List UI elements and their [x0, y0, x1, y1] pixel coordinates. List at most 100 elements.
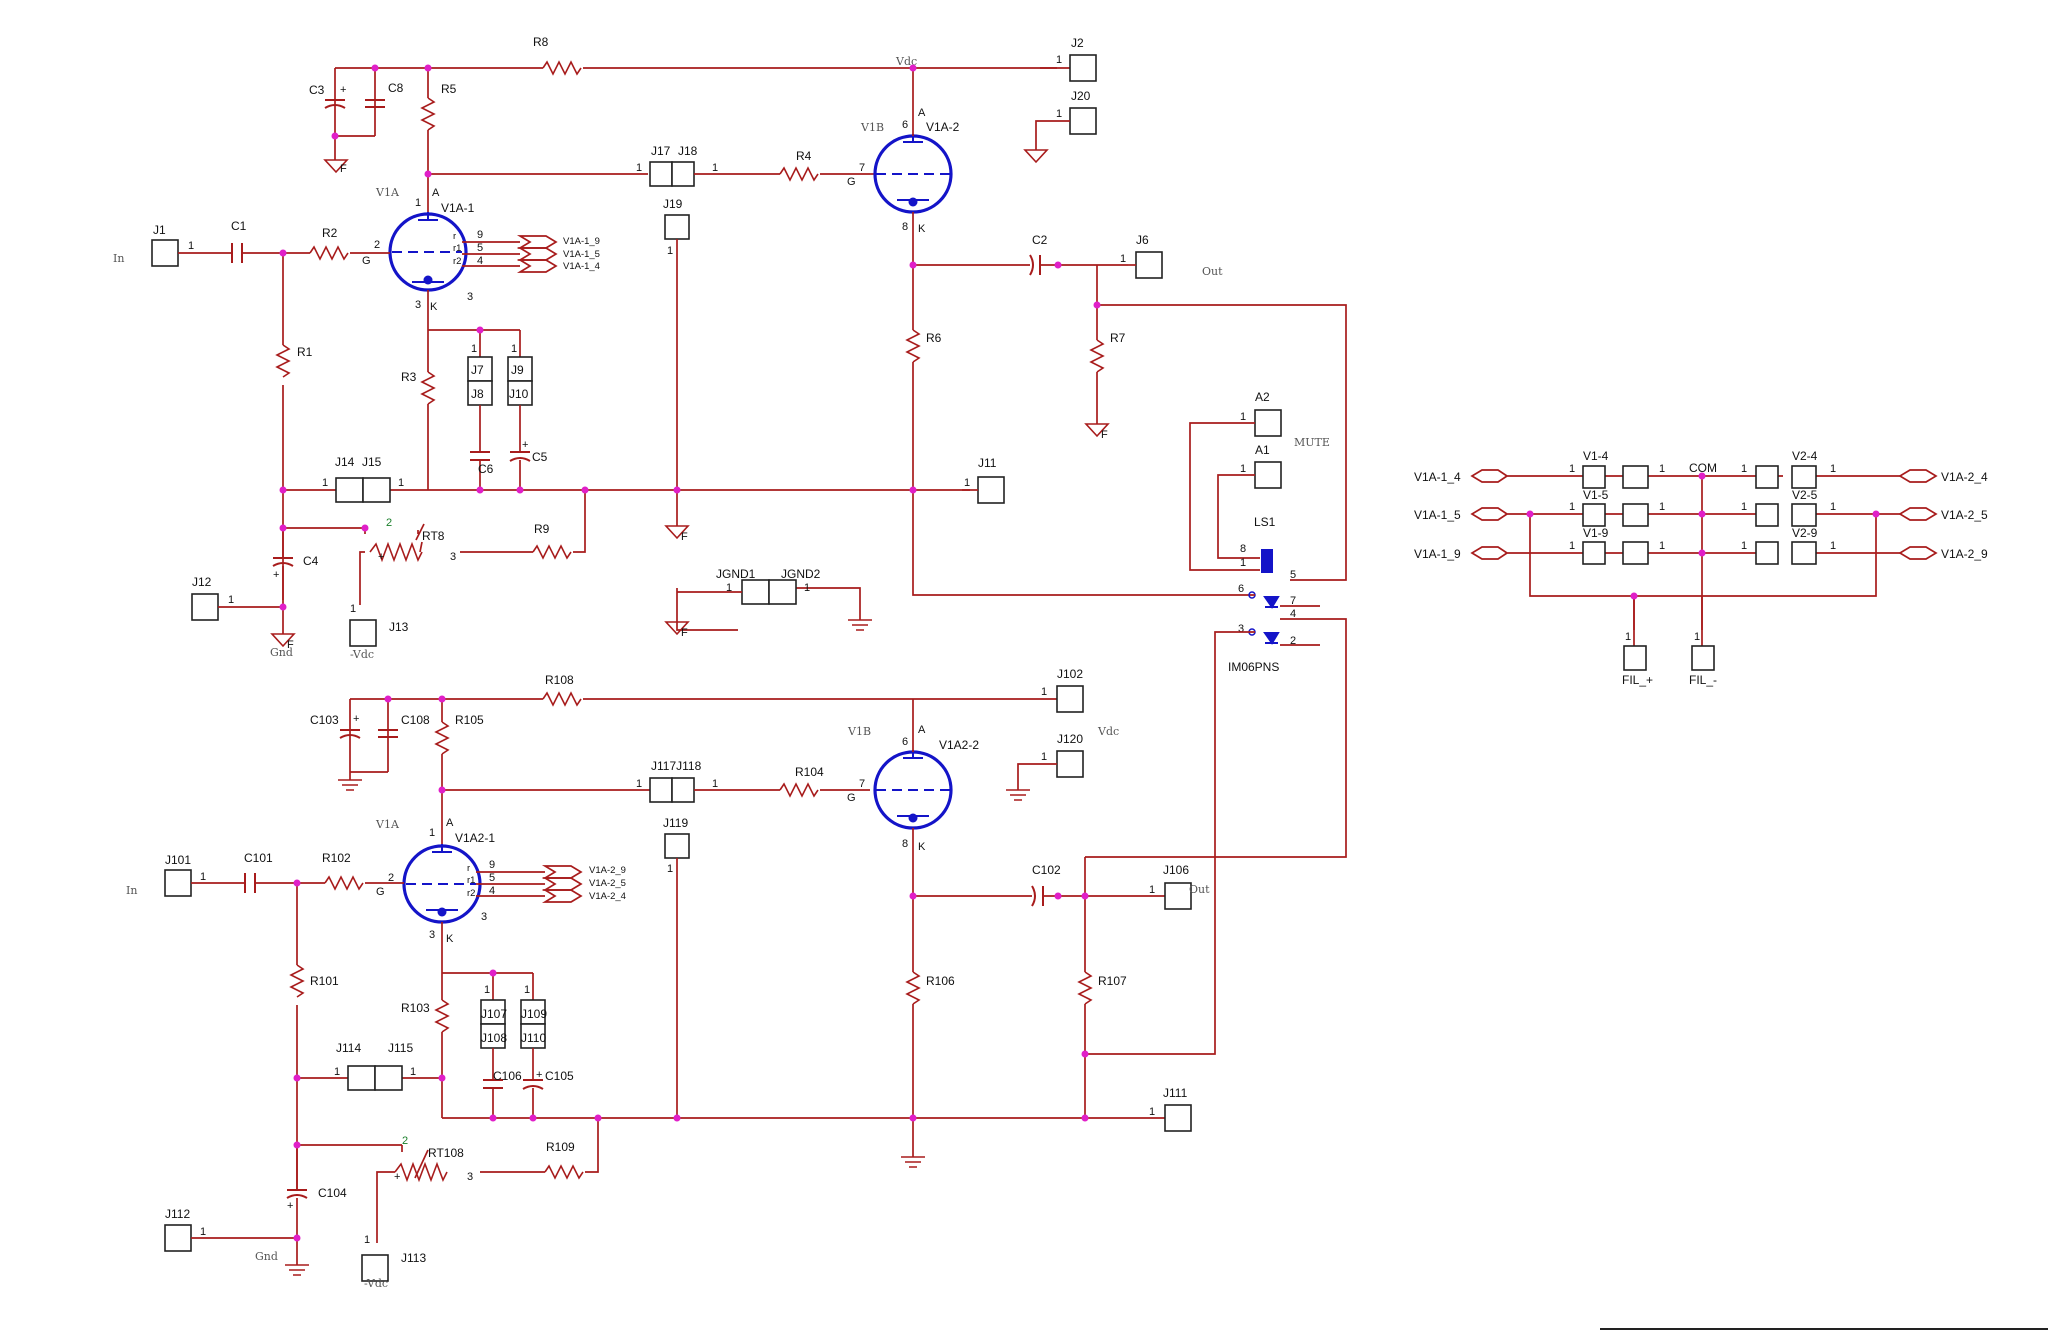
port-v1a2-1-9	[541, 865, 583, 879]
resistor-r102	[324, 875, 364, 891]
pin-v1a-1-k2: 3	[467, 291, 473, 303]
connector-j117[interactable]	[649, 777, 673, 803]
connector-j2[interactable]	[1069, 54, 1097, 82]
jumper-v2-9[interactable]	[1791, 541, 1817, 565]
label-c108: C108	[401, 713, 430, 727]
net-in-bottom: In	[126, 884, 137, 897]
connector-j120[interactable]	[1056, 750, 1084, 778]
connector-j112[interactable]	[164, 1224, 192, 1252]
capacitor-c106	[483, 1079, 503, 1089]
connector-j102[interactable]	[1056, 685, 1084, 713]
connector-jgnd1[interactable]	[741, 579, 770, 605]
pin-v1a-1-r1: r1	[453, 243, 461, 254]
label-j120: J120	[1057, 732, 1083, 746]
pin-v1a2-1-r1: r1	[467, 875, 475, 886]
jumper-v2-5[interactable]	[1791, 503, 1817, 527]
connector-j19[interactable]	[664, 214, 690, 240]
connector-j113[interactable]	[361, 1254, 389, 1282]
label-port-left-5: V1A-1_5	[1414, 508, 1461, 522]
label-j114: J114	[336, 1041, 361, 1055]
jumper-v2-5-a[interactable]	[1755, 503, 1779, 527]
label-v2-9: V2-9	[1792, 526, 1818, 540]
relay-coil	[1261, 549, 1273, 573]
connector-j118[interactable]	[671, 777, 695, 803]
connector-a2[interactable]	[1254, 409, 1282, 437]
pin-v1a2-2-k-letter: K	[918, 841, 926, 853]
connector-j9[interactable]	[507, 356, 533, 382]
pin-v1a-2-k-letter: K	[918, 223, 926, 235]
jumper-v1-4[interactable]	[1582, 465, 1606, 489]
net-mute: MUTE	[1294, 436, 1330, 449]
connector-j6[interactable]	[1135, 251, 1163, 279]
resistor-r8	[542, 60, 582, 76]
connector-j10[interactable]	[507, 380, 533, 406]
tag-top-4: V1A-1_4	[563, 261, 600, 272]
connector-j14[interactable]	[335, 477, 364, 503]
label-v1a2-1: V1A2-1	[455, 831, 495, 845]
connector-j111[interactable]	[1164, 1104, 1192, 1132]
capacitor-c103	[339, 729, 361, 739]
relay-p6: 6	[1238, 583, 1244, 595]
connector-j106[interactable]	[1164, 882, 1192, 910]
jumper-v1-4-b[interactable]	[1622, 465, 1649, 489]
label-j115: J115	[388, 1041, 413, 1055]
pin-v1a-2-k: 8	[902, 221, 908, 233]
pin-v1a-1-k-letter: K	[430, 301, 438, 313]
jumper-v2-4-a[interactable]	[1755, 465, 1779, 489]
connector-j101[interactable]	[164, 869, 192, 897]
jumper-v1-9[interactable]	[1582, 541, 1606, 565]
plus-c105: +	[536, 1069, 542, 1081]
label-v1-4: V1-4	[1583, 449, 1609, 463]
connector-j18[interactable]	[671, 161, 695, 187]
label-j110: J110	[521, 1031, 546, 1045]
net-negvdc-bottom: -Vdc	[364, 1277, 388, 1290]
pin-v1a2-1-r: r	[467, 863, 470, 874]
jumper-v2-4[interactable]	[1791, 465, 1817, 489]
connector-j7[interactable]	[467, 356, 493, 382]
connector-j11[interactable]	[977, 476, 1005, 504]
pin-j18: 1	[712, 162, 718, 174]
pin-v1a-1-k: 3	[415, 299, 421, 311]
label-j119: J119	[663, 816, 688, 830]
pin-a1: 1	[1240, 463, 1246, 475]
connector-j115[interactable]	[374, 1065, 403, 1091]
connector-j119[interactable]	[664, 833, 690, 859]
connector-j108[interactable]	[480, 1023, 506, 1049]
jumper-v1-5[interactable]	[1582, 503, 1606, 527]
pin-j112: 1	[200, 1226, 206, 1238]
label-j20: J20	[1071, 89, 1091, 103]
connector-j114[interactable]	[347, 1065, 376, 1091]
pin-jgnd1: 1	[726, 582, 732, 594]
label-c5: C5	[532, 450, 548, 464]
connector-j15[interactable]	[362, 477, 391, 503]
jumper-v1-5-b[interactable]	[1622, 503, 1649, 527]
pin-v1a-1-g: 2	[374, 239, 380, 251]
section-v1a2-2: V1B	[847, 725, 871, 738]
pin-j113: 1	[364, 1234, 370, 1246]
connector-j109[interactable]	[520, 999, 546, 1025]
port-left-9	[1470, 546, 1530, 560]
connector-j20[interactable]	[1069, 107, 1097, 135]
relay-p2: 2	[1290, 635, 1296, 647]
connector-fil-minus[interactable]	[1691, 645, 1715, 671]
connector-jgnd2[interactable]	[768, 579, 797, 605]
pin-j107: 1	[484, 984, 490, 996]
connector-j110[interactable]	[520, 1023, 546, 1049]
pin-v1a2-1-k2: 3	[481, 911, 487, 923]
connector-j17[interactable]	[649, 161, 673, 187]
ground-symbol-j19	[664, 525, 690, 540]
label-c102: C102	[1032, 863, 1061, 877]
label-r6: R6	[926, 331, 942, 345]
jumper-v1-9-b[interactable]	[1622, 541, 1649, 565]
pin-v1a2-1-g: 2	[388, 872, 394, 884]
connector-j12[interactable]	[191, 593, 219, 621]
pin-j118: 1	[712, 778, 718, 790]
pin-j114: 1	[334, 1066, 340, 1078]
jumper-v2-9-a[interactable]	[1755, 541, 1779, 565]
ground-symbol-jgnd1	[664, 621, 690, 636]
connector-a1[interactable]	[1254, 461, 1282, 489]
connector-j1[interactable]	[151, 239, 179, 267]
connector-j13[interactable]	[349, 619, 377, 647]
pin-j102: 1	[1041, 686, 1047, 698]
connector-fil-plus[interactable]	[1623, 645, 1647, 671]
